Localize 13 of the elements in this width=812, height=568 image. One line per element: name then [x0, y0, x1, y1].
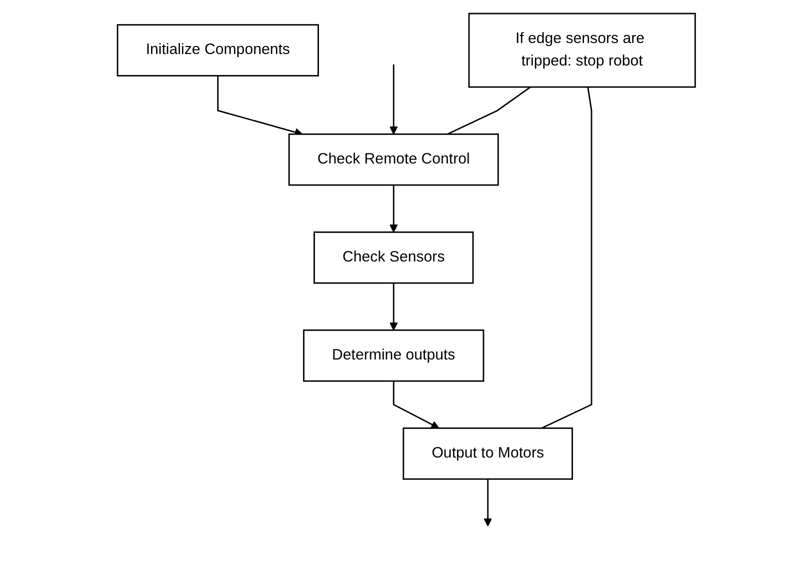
node-box: Initialize Components — [116, 24, 319, 76]
arrow — [392, 381, 439, 429]
arrow — [389, 185, 398, 233]
arrow — [483, 479, 492, 527]
node-box: Output to Motors — [402, 427, 573, 480]
node-box: If edge sensors are tripped: stop robot — [468, 12, 696, 88]
arrow — [389, 283, 398, 331]
arrow — [389, 64, 398, 135]
connector — [541, 86, 592, 429]
node-box: Check Sensors — [313, 231, 474, 284]
node-box: Check Remote Control — [288, 133, 498, 186]
connector — [446, 86, 530, 135]
node-box: Determine outputs — [302, 329, 484, 382]
